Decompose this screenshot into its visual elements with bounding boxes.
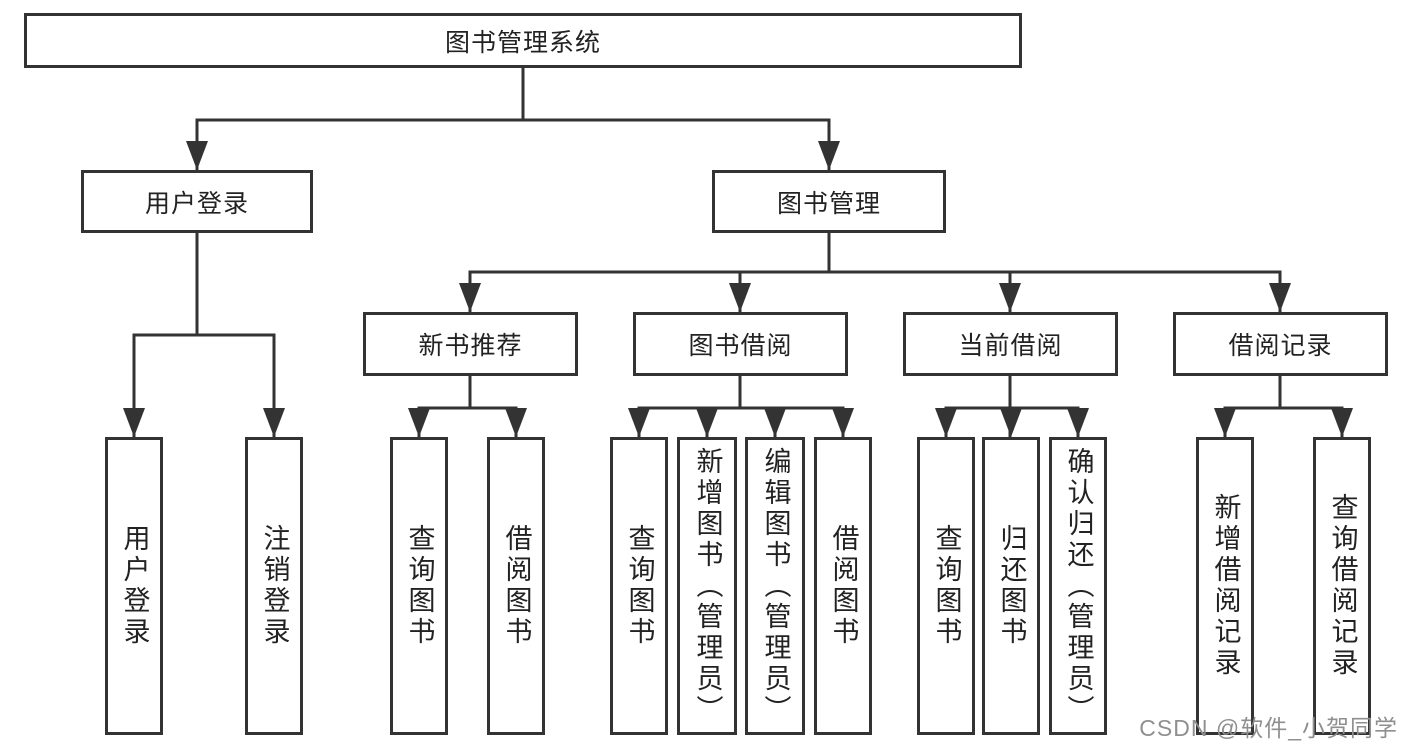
node-root-label: 图书管理系统 [444,28,601,57]
arrow-down [999,283,1021,312]
node-book-borrow: 图书借阅 [633,312,848,376]
leaf-query-books-recommend: 查询图书 [390,437,448,735]
leaf-query-books-current-label: 查询图书 [931,524,962,648]
arrow-down [1331,408,1353,437]
leaf-edit-book-admin-label: 编辑图书（管理员） [760,446,791,726]
arrow-down [935,408,957,437]
connector-bookborrow-to-leaves [637,376,845,437]
arrow-down [696,408,718,437]
leaf-query-borrow-record-label: 查询借阅记录 [1327,493,1358,679]
arrow-down [459,283,481,312]
leaf-add-borrow-record-label: 新增借阅记录 [1210,493,1241,679]
arrow-down [1067,408,1089,437]
connector-userlogin-to-leaves [132,233,276,437]
connector-bookmgmt-to-level3 [468,233,1282,312]
arrow-down [1000,408,1022,437]
connector-currentborrow-to-leaves [944,376,1080,437]
arrow-down [764,408,786,437]
connector-root-to-level2 [195,68,831,170]
leaf-user-login: 用户登录 [105,437,163,735]
node-root: 图书管理系统 [24,13,1022,68]
node-user-login: 用户登录 [81,170,313,233]
node-book-management: 图书管理 [712,170,946,233]
leaf-add-borrow-record: 新增借阅记录 [1196,437,1254,735]
leaf-confirm-return-admin: 确认归还（管理员） [1049,437,1107,735]
leaf-user-login-label: 用户登录 [119,524,150,648]
node-new-book-recommend: 新书推荐 [363,312,578,376]
arrow-down [628,408,650,437]
arrow-down [818,141,840,170]
leaf-add-book-admin: 新增图书（管理员） [677,437,737,735]
leaf-borrow-books-recommend-label: 借阅图书 [501,524,532,648]
node-new-book-recommend-label: 新书推荐 [418,332,523,360]
connector-records-to-leaves [1223,376,1344,437]
node-borrow-records-label: 借阅记录 [1228,332,1333,360]
leaf-logout: 注销登录 [245,437,303,735]
csdn-watermark: CSDN @软件_小贺同学 [1139,715,1398,741]
arrow-down [263,408,285,437]
leaf-add-book-admin-label: 新增图书（管理员） [692,446,723,726]
node-borrow-records: 借阅记录 [1173,312,1388,376]
leaf-query-borrow-record: 查询借阅记录 [1313,437,1371,735]
arrow-down [505,408,527,437]
arrow-down [1269,283,1291,312]
arrow-down [186,141,208,170]
leaf-query-books-current: 查询图书 [917,437,975,735]
leaf-return-book: 归还图书 [982,437,1040,735]
node-current-borrow-label: 当前借阅 [958,332,1063,360]
leaf-borrow-books-borrow: 借阅图书 [814,437,872,735]
node-book-management-label: 图书管理 [776,189,881,218]
leaf-borrow-books-recommend: 借阅图书 [487,437,545,735]
node-current-borrow: 当前借阅 [903,312,1118,376]
connector-newbook-to-leaves [417,376,518,437]
arrow-down [123,408,145,437]
leaf-edit-book-admin: 编辑图书（管理员） [745,437,805,735]
arrow-down [729,283,751,312]
arrow-down [832,408,854,437]
leaf-query-books-borrow-label: 查询图书 [624,524,655,648]
node-book-borrow-label: 图书借阅 [688,332,793,360]
leaf-query-books-recommend-label: 查询图书 [404,524,435,648]
leaf-confirm-return-admin-label: 确认归还（管理员） [1063,446,1094,726]
leaf-return-book-label: 归还图书 [996,524,1027,648]
leaf-query-books-borrow: 查询图书 [610,437,668,735]
leaf-borrow-books-borrow-label: 借阅图书 [828,524,859,648]
node-user-login-label: 用户登录 [144,189,249,218]
arrow-down [1214,408,1236,437]
arrow-down [408,408,430,437]
leaf-logout-label: 注销登录 [259,524,290,648]
